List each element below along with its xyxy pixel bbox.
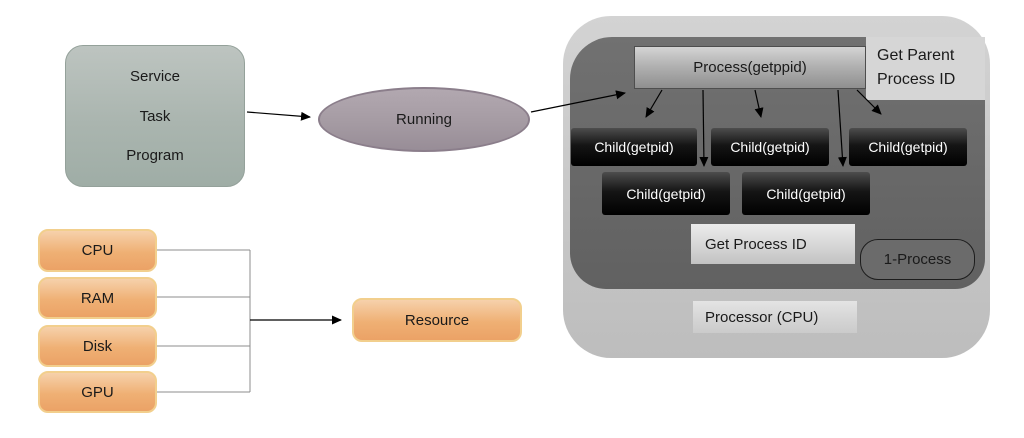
ram-box: RAM	[38, 277, 157, 319]
child-process-label: Child(getpid)	[626, 185, 706, 202]
processor-cpu-label: Processor (CPU)	[705, 308, 819, 326]
child-process-box: Child(getpid)	[711, 128, 829, 166]
get-parent-caption-line2: Process ID	[877, 71, 956, 88]
resource-box: Resource	[352, 298, 522, 342]
running-label: Running	[396, 111, 452, 128]
child-process-box: Child(getpid)	[602, 172, 730, 215]
parent-process-box: Process(getppid)	[634, 46, 866, 89]
get-parent-caption-line1: Get Parent	[877, 47, 955, 64]
parent-process-label: Process(getppid)	[693, 59, 807, 76]
processor-cpu-caption: Processor (CPU)	[693, 301, 857, 333]
one-process-label: 1-Process	[883, 251, 952, 268]
disk-box: Disk	[38, 325, 157, 367]
child-process-box: Child(getpid)	[742, 172, 870, 215]
task-label: Task	[139, 107, 171, 125]
running-state-ellipse: Running	[318, 87, 530, 152]
program-label: Program	[126, 146, 184, 164]
ram-label: RAM	[80, 289, 115, 307]
resource-label: Resource	[404, 311, 470, 329]
child-process-label: Child(getpid)	[594, 139, 674, 155]
get-parent-process-id-caption: Get Parent Process ID	[866, 37, 985, 100]
child-process-label: Child(getpid)	[766, 185, 846, 202]
arrow-service-to-running	[246, 111, 311, 121]
child-process-label: Child(getpid)	[868, 139, 948, 155]
one-process-badge: 1-Process	[860, 239, 975, 280]
service-task-program-box: Service Task Program	[65, 45, 245, 187]
gpu-label: GPU	[81, 383, 114, 401]
cpu-box: CPU	[38, 229, 157, 272]
child-process-box: Child(getpid)	[849, 128, 967, 166]
cpu-label: CPU	[81, 242, 114, 259]
gpu-box: GPU	[38, 371, 157, 413]
get-process-id-label: Get Process ID	[705, 235, 807, 253]
service-label: Service	[129, 68, 181, 86]
child-process-box: Child(getpid)	[571, 128, 697, 166]
get-process-id-caption: Get Process ID	[691, 224, 855, 264]
disk-label: Disk	[82, 337, 113, 355]
child-process-label: Child(getpid)	[730, 139, 810, 155]
